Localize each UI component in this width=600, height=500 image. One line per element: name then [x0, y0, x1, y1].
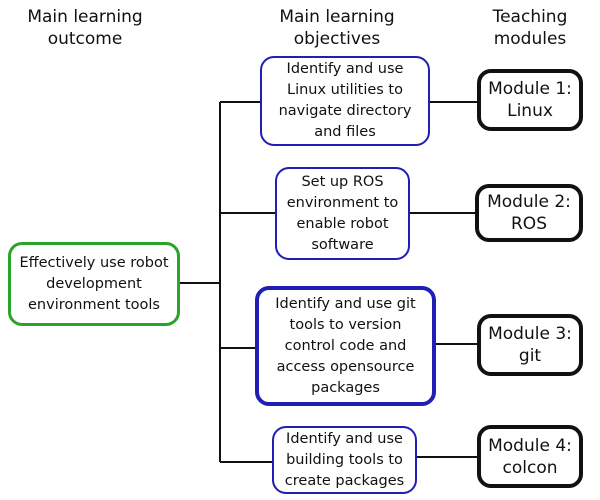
objective-box-2: Set up ROS environment to enable robot s…: [275, 167, 410, 260]
header-modules: Teaching modules: [492, 7, 568, 49]
module-box-3: Module 3: git: [477, 314, 583, 376]
module-text-4: Module 4: colcon: [488, 435, 572, 478]
header-objectives: Main learning objectives: [279, 7, 395, 49]
objective-text-4: Identify and use building tools to creat…: [284, 430, 405, 489]
objective-box-3: Identify and use git tools to version co…: [255, 286, 436, 406]
objective-box-4: Identify and use building tools to creat…: [272, 426, 417, 494]
module-text-3: Module 3: git: [488, 324, 572, 366]
objective-text-2: Set up ROS environment to enable robot s…: [286, 173, 399, 253]
module-box-1: Module 1: Linux: [477, 69, 583, 131]
module-box-4: Module 4: colcon: [477, 425, 583, 488]
objective-box-1: Identify and use Linux utilities to navi…: [260, 56, 430, 146]
module-text-1: Module 1: Linux: [488, 79, 572, 121]
module-text-2: Module 2: ROS: [487, 192, 571, 234]
outcome-box: Effectively use robot development enviro…: [8, 242, 180, 326]
module-box-2: Module 2: ROS: [475, 184, 583, 242]
outcome-text: Effectively use robot development enviro…: [19, 254, 169, 313]
header-outcome: Main learning outcome: [27, 7, 143, 49]
objective-text-1: Identify and use Linux utilities to navi…: [278, 61, 412, 140]
objective-text-3: Identify and use git tools to version co…: [275, 295, 416, 396]
